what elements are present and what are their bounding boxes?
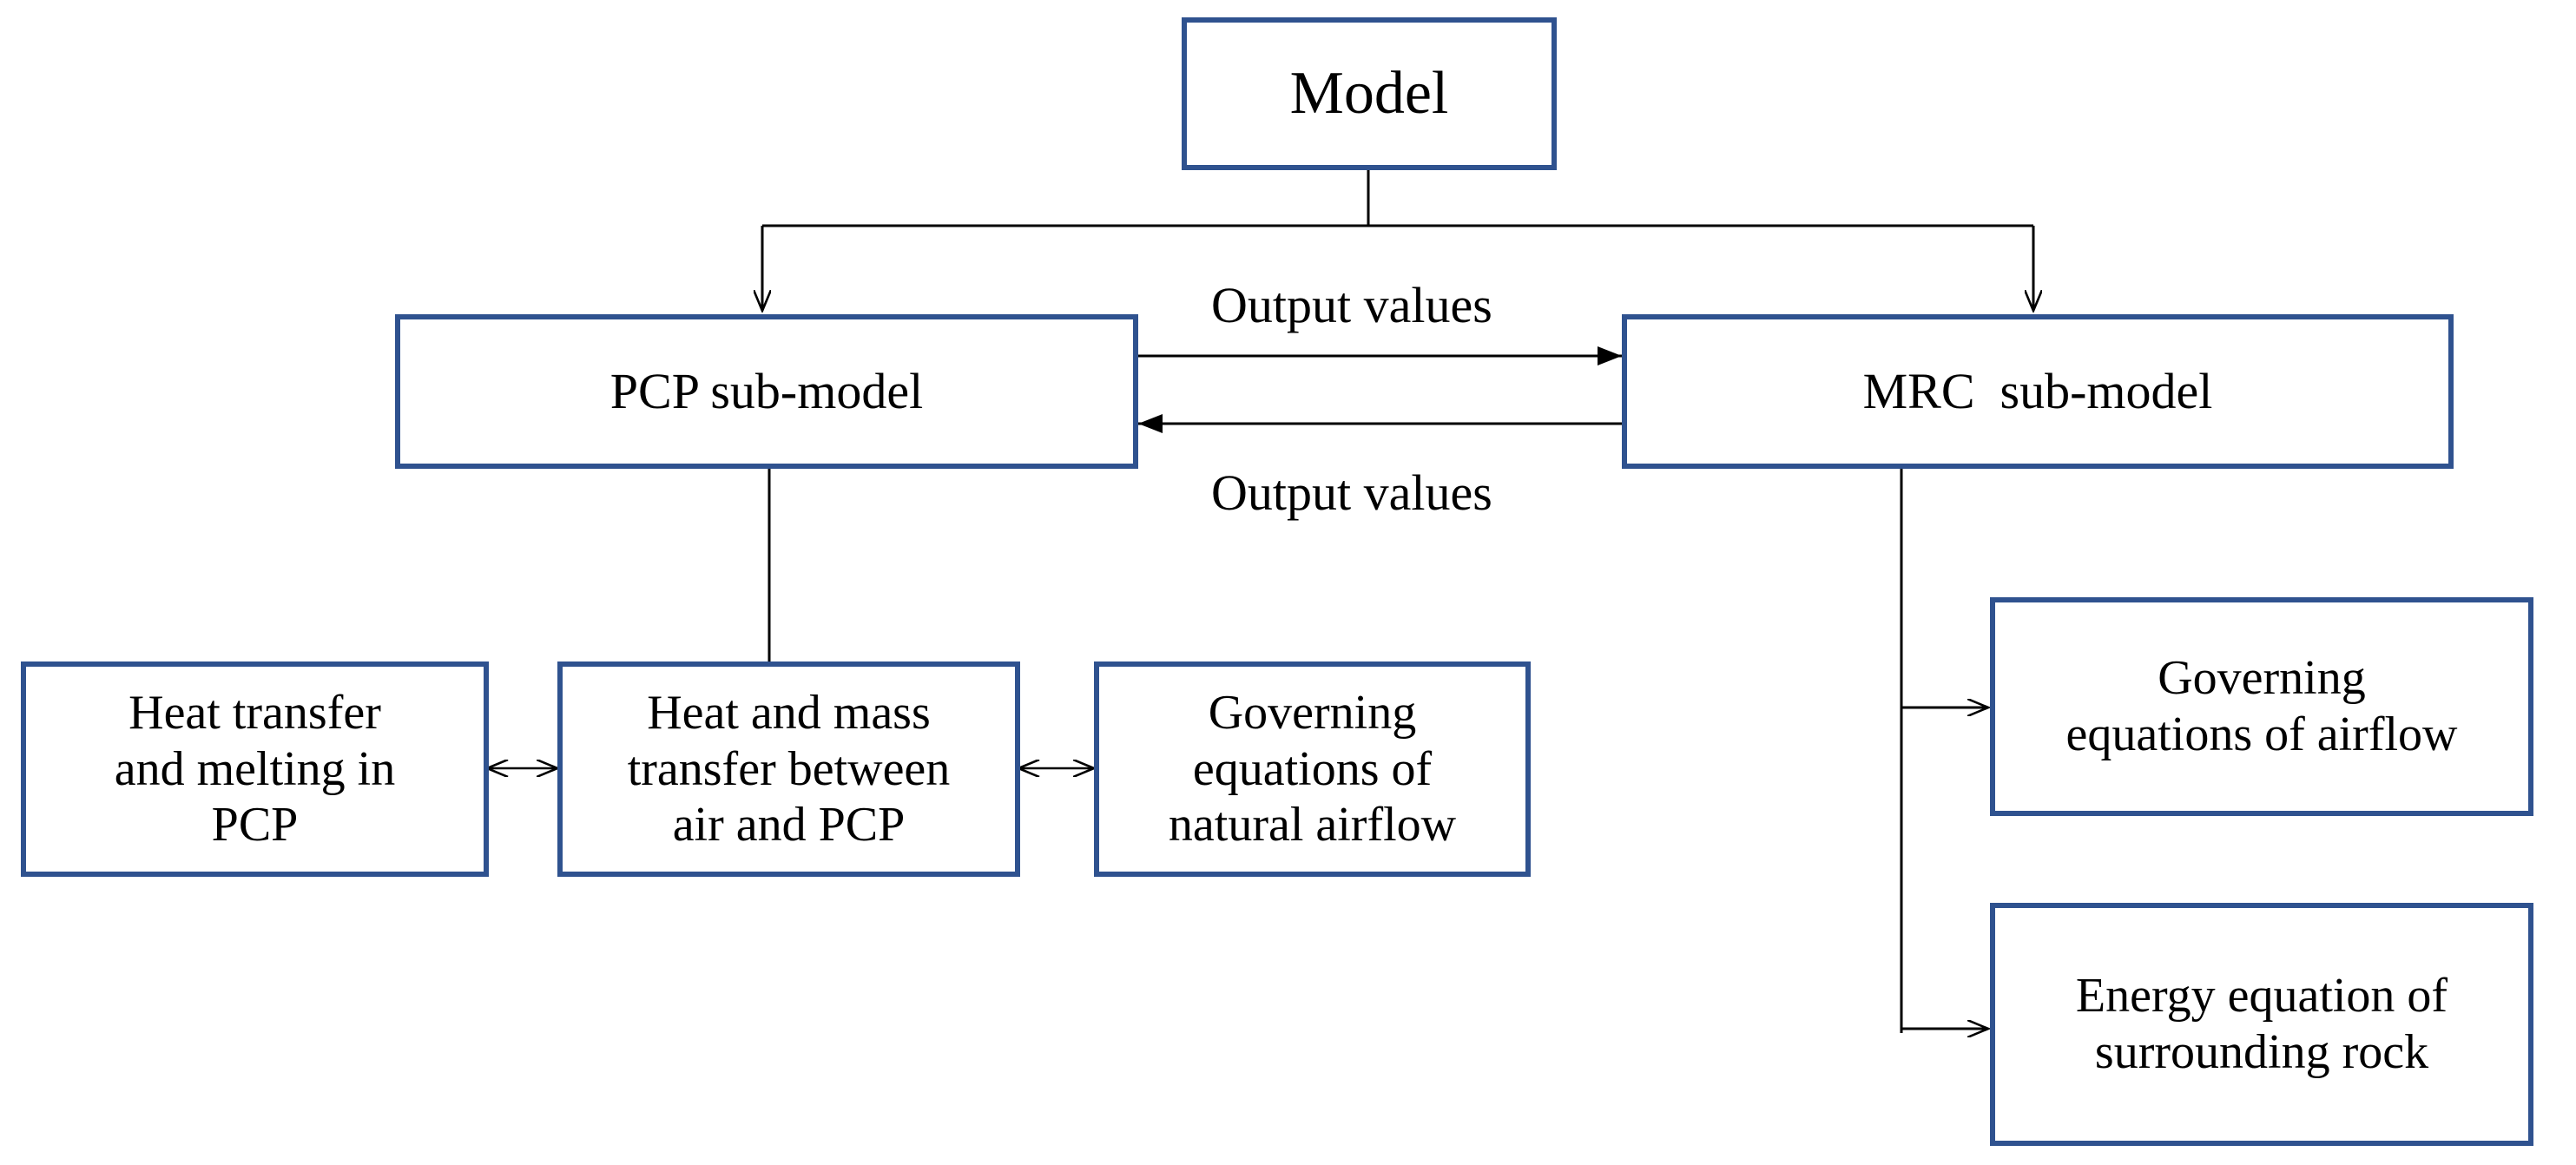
heat-transfer-line-3: PCP — [211, 798, 299, 852]
energy-equation-line-2: surrounding rock — [2094, 1025, 2429, 1079]
governing-airflow-line-1: Governing — [2158, 651, 2366, 706]
output-values-label-bottom: Output values — [1211, 464, 1492, 521]
governing-natural-line-1: Governing — [1208, 685, 1417, 740]
model-label: Model — [1289, 60, 1449, 128]
governing-natural-line-3: natural airflow — [1168, 798, 1457, 852]
governing-natural-airflow-box: Governing equations of natural airflow — [1094, 661, 1531, 877]
heat-mass-line-3: air and PCP — [672, 798, 906, 852]
energy-equation-box: Energy equation of surrounding rock — [1990, 903, 2533, 1146]
heat-mass-transfer-box: Heat and mass transfer between air and P… — [557, 661, 1020, 877]
heat-mass-line-1: Heat and mass — [647, 685, 931, 740]
mrc-submodel-box: MRC sub-model — [1622, 314, 2454, 469]
heat-transfer-line-2: and melting in — [114, 741, 396, 796]
heat-mass-line-2: transfer between — [627, 741, 951, 796]
energy-equation-line-1: Energy equation of — [2075, 969, 2448, 1023]
model-box: Model — [1182, 17, 1557, 170]
heat-transfer-box: Heat transfer and melting in PCP — [21, 661, 489, 877]
governing-airflow-line-2: equations of airflow — [2065, 708, 2458, 761]
governing-natural-line-2: equations of — [1192, 741, 1433, 796]
pcp-submodel-label: PCP sub-model — [609, 363, 924, 420]
pcp-submodel-box: PCP sub-model — [395, 314, 1138, 469]
mrc-submodel-label: MRC sub-model — [1862, 363, 2213, 420]
governing-airflow-box: Governing equations of airflow — [1990, 597, 2533, 816]
heat-transfer-line-1: Heat transfer — [128, 685, 381, 740]
output-values-label-top: Output values — [1211, 277, 1492, 333]
